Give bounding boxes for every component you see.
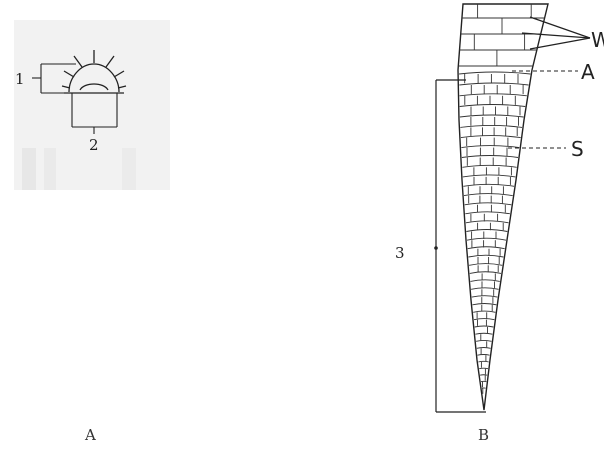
cone-outline (458, 4, 548, 410)
panel-a-shadow-bar-2 (44, 148, 56, 190)
panel-a: 1 2 A (14, 20, 170, 444)
panel-a-shadow-bar-1 (22, 148, 36, 190)
panel-a-shadow-bar-3 (122, 148, 136, 190)
panel-a-background (14, 20, 170, 190)
label-w: W (591, 28, 604, 52)
label-length: 3 (395, 244, 405, 262)
panel-b-label: B (478, 426, 489, 444)
bracket-length-dot (434, 246, 438, 250)
label-s: S (571, 137, 584, 161)
label-width: 2 (89, 136, 99, 154)
panel-b: 3 W A S B (395, 4, 604, 444)
label-a: A (581, 60, 595, 84)
panel-a-label: A (84, 426, 96, 444)
label-height: 1 (15, 70, 25, 88)
